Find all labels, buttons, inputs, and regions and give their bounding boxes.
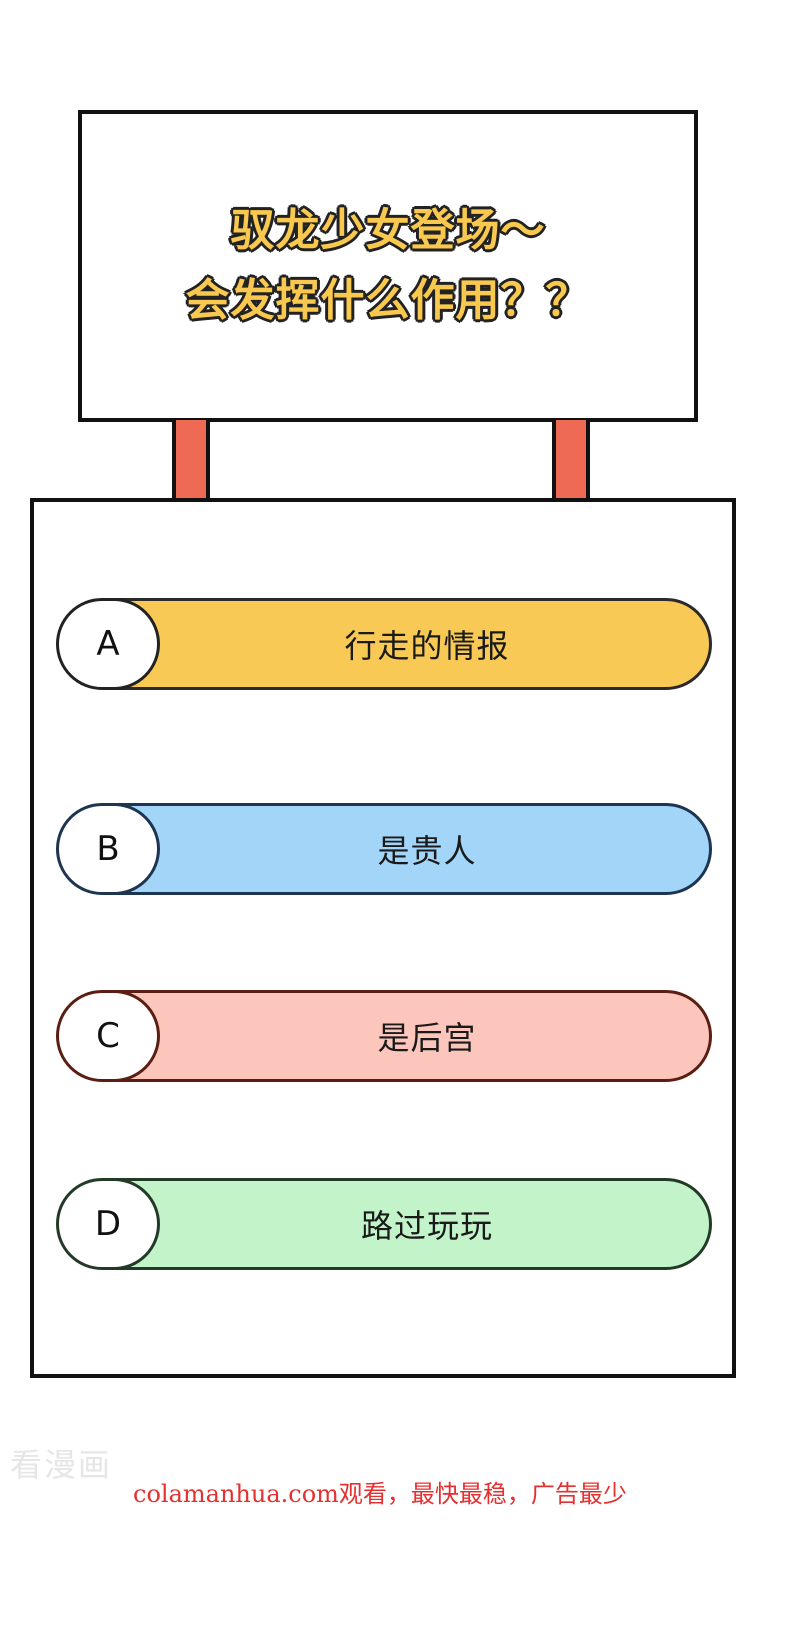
footer-ad-text: colamanhua.com观看，最快最稳，广告最少	[133, 1480, 627, 1508]
option-b-letter: B	[56, 803, 160, 895]
option-c-label[interactable]: 是后宫	[112, 990, 712, 1082]
option-c-letter: C	[56, 990, 160, 1082]
option-d[interactable]: D 路过玩玩	[56, 1178, 712, 1270]
option-a[interactable]: A 行走的情报	[56, 598, 712, 690]
option-a-label[interactable]: 行走的情报	[112, 598, 712, 690]
option-d-label[interactable]: 路过玩玩	[112, 1178, 712, 1270]
option-c[interactable]: C 是后宫	[56, 990, 712, 1082]
option-a-letter: A	[56, 598, 160, 690]
sign-post-right	[552, 420, 590, 500]
watermark: 看漫画	[10, 1446, 113, 1484]
option-b-label[interactable]: 是贵人	[112, 803, 712, 895]
option-d-letter: D	[56, 1178, 160, 1270]
question-sign: 驭龙少女登场～ 会发挥什么作用？？	[78, 110, 698, 422]
sign-post-left	[172, 420, 210, 500]
option-b[interactable]: B 是贵人	[56, 803, 712, 895]
question-title-line-2: 会发挥什么作用？？	[185, 274, 591, 327]
question-title-line-1: 驭龙少女登场～	[230, 204, 546, 257]
